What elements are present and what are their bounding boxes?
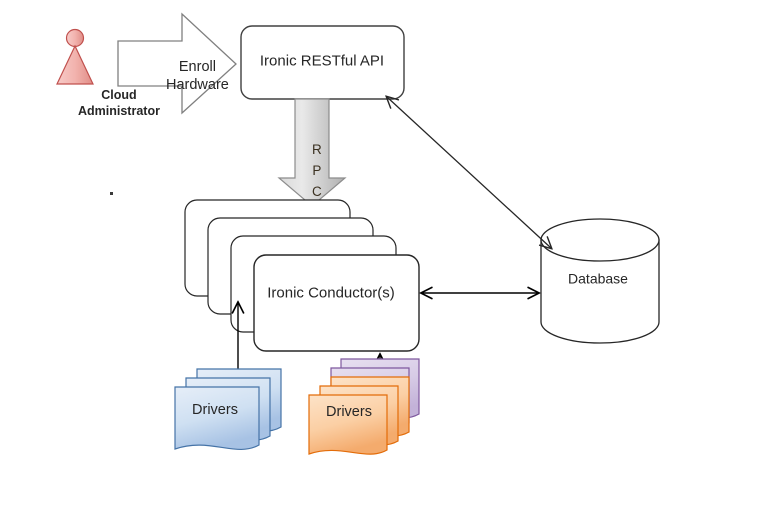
drivers-orange-layer-1 — [308, 394, 388, 455]
ironic-conductor-label: Ironic Conductor(s) — [267, 284, 395, 302]
actor-head-icon — [65, 28, 85, 48]
database-cylinder — [540, 218, 660, 344]
enroll-hardware-block-arrow — [117, 12, 237, 115]
enroll-label-line2: Hardware — [166, 77, 229, 94]
drivers-orange-stack — [308, 376, 410, 455]
actor-label-line1: Cloud — [101, 88, 137, 102]
cloud-administrator-actor — [56, 28, 94, 85]
ironic-conductor-stack — [184, 199, 420, 352]
drivers-blue-layer-1 — [174, 386, 260, 450]
stray-speck-artifact — [110, 192, 113, 195]
actor-label-line2: Administrator — [78, 103, 160, 118]
connector-api-database — [387, 97, 551, 248]
enroll-label-line1: Enroll — [178, 59, 216, 75]
actor-body-icon — [56, 44, 94, 85]
cloud-administrator-label: Cloud Administrator — [78, 88, 160, 119]
conductor-layer-1 — [253, 254, 420, 352]
database-top-ellipse — [540, 218, 660, 262]
rpc-letter-c: C — [312, 183, 322, 199]
database-label: Database — [568, 270, 628, 287]
drivers-orange-label: Drivers — [326, 403, 372, 420]
drivers-blue-label: Drivers — [192, 401, 238, 418]
ironic-restful-api-label: Ironic RESTful API — [259, 52, 385, 70]
drivers-blue-stack — [174, 368, 282, 450]
rpc-block-arrow — [277, 98, 347, 207]
enroll-hardware-label: Enroll Hardware — [166, 58, 229, 94]
rpc-label: R P C — [312, 140, 322, 203]
rpc-letter-r: R — [312, 142, 322, 157]
database-body — [540, 239, 660, 344]
rpc-letter-p: P — [312, 162, 322, 178]
